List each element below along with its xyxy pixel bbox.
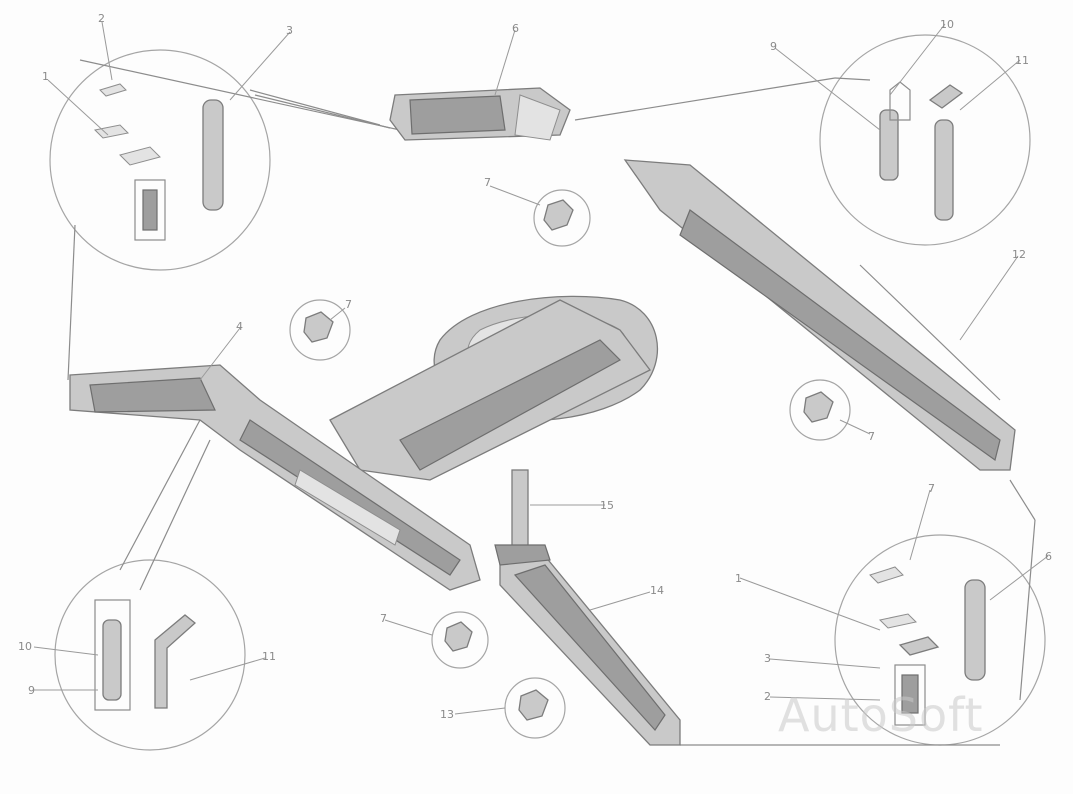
callout-11-bottom-left: 11	[262, 650, 276, 663]
callout-6-bottom-right: 6	[1045, 550, 1052, 563]
leader-lines	[33, 21, 1049, 715]
callout-7-bottom-right: 7	[928, 482, 935, 495]
callout-14-lower: 14	[650, 584, 664, 597]
callout-2-top-left: 2	[98, 12, 105, 25]
small-circle-bottom-mount	[504, 677, 566, 739]
callout-2-bottom-right: 2	[764, 690, 771, 703]
callout-7-lower: 7	[380, 612, 387, 625]
main-frame	[329, 159, 1016, 481]
detail-circle-bottom-left	[54, 559, 246, 751]
detail-circle-bottom-right	[834, 534, 1046, 746]
callout-labels: 2 3 1 6 7 10 11 9 12 4 7 7 15 7 14 13 10…	[18, 12, 1052, 721]
callout-12-right: 12	[1012, 248, 1026, 261]
detail-circle-top-right	[819, 34, 1031, 246]
connector-lines	[67, 59, 1036, 746]
small-circle-bracket-top	[533, 189, 591, 247]
callout-1-top-left: 1	[42, 70, 49, 83]
callout-9-top-right: 9	[770, 40, 777, 53]
callout-7-left: 7	[345, 298, 352, 311]
callout-11-top-right: 11	[1015, 54, 1029, 67]
small-circle-right-mount	[789, 379, 851, 441]
callout-3-top-left: 3	[286, 24, 293, 37]
detail-circle-top-left	[49, 49, 271, 271]
callout-7-top: 7	[484, 176, 491, 189]
callout-4-left: 4	[236, 320, 243, 333]
front-left-rail	[69, 364, 481, 591]
callout-15-center: 15	[600, 499, 614, 512]
callout-6-top: 6	[512, 22, 519, 35]
top-cross-member	[389, 87, 571, 141]
small-circle-left-mount	[289, 299, 351, 361]
callout-7-right: 7	[868, 430, 875, 443]
small-circle-lower-mount	[431, 611, 489, 669]
callout-9-bottom-left: 9	[28, 684, 35, 697]
callout-13-bottom: 13	[440, 708, 454, 721]
callout-10-top-right: 10	[940, 18, 954, 31]
vertical-post	[494, 469, 551, 566]
callout-1-bottom-right: 1	[735, 572, 742, 585]
callout-3-bottom-right: 3	[764, 652, 771, 665]
watermark-logo: AutoSoft	[778, 688, 984, 742]
callout-10-bottom-left: 10	[18, 640, 32, 653]
